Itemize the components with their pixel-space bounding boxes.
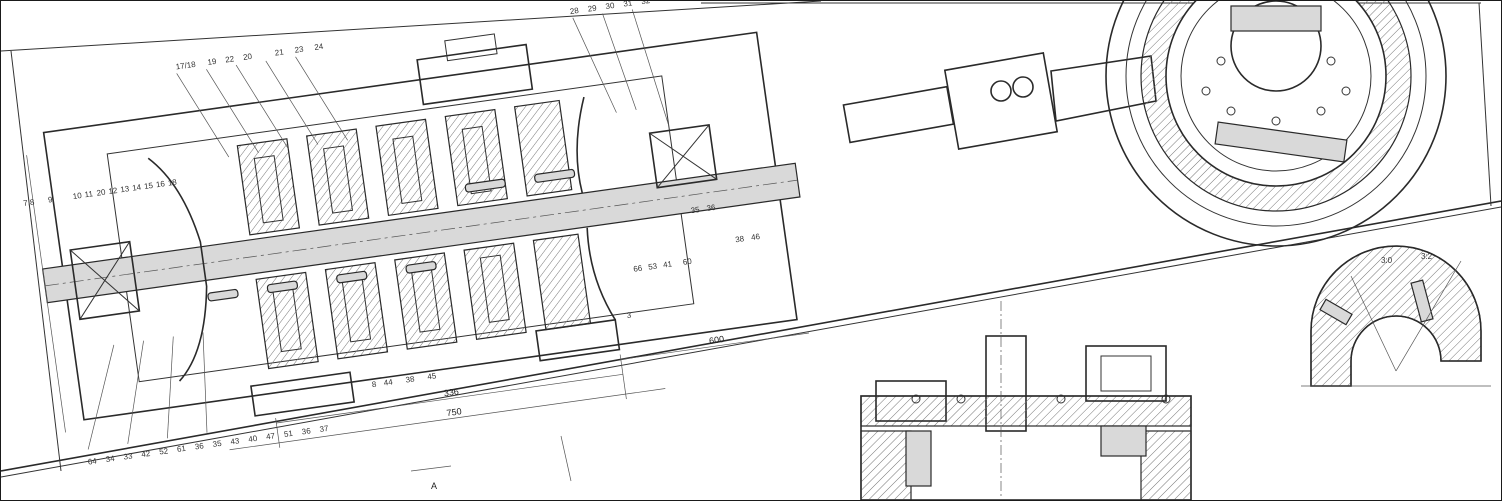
label-left-8: 15 bbox=[144, 181, 155, 191]
bearing-left bbox=[69, 240, 141, 321]
label-bottom-12: 36 bbox=[301, 426, 312, 436]
label-dim-5: 750 bbox=[446, 406, 462, 418]
label-bottom-11: 51 bbox=[283, 429, 294, 439]
label-top-10: 31 bbox=[623, 1, 634, 9]
label-top-5: 23 bbox=[294, 45, 305, 55]
label-top-11: 32 bbox=[641, 1, 652, 6]
label-left-10: 18 bbox=[167, 177, 178, 187]
lower-note-block: A bbox=[410, 435, 572, 491]
label-top-9: 30 bbox=[605, 1, 616, 11]
valve-section bbox=[860, 301, 1192, 500]
label-right-5: 53 bbox=[648, 261, 659, 271]
label-left-4: 20 bbox=[96, 188, 107, 198]
label-right-7: 60 bbox=[682, 257, 693, 267]
pump-labels: 17/18 19 22 20 21 23 24 28 29 30 31 32 7… bbox=[23, 1, 762, 467]
label-bottom-8: 43 bbox=[230, 436, 241, 446]
label-left-7: 14 bbox=[132, 183, 143, 193]
label-right-4: 66 bbox=[633, 264, 644, 274]
dimension-lines bbox=[26, 155, 810, 451]
label-top-3: 20 bbox=[243, 52, 254, 62]
label-dim-4: 336 bbox=[443, 386, 459, 398]
rotor-assembly bbox=[842, 1, 1447, 247]
section-detail: 3:0 3:2 bbox=[1301, 245, 1491, 387]
detail-label-1: 3:2 bbox=[1421, 252, 1433, 261]
label-right-0: 35 bbox=[690, 205, 701, 215]
label-bottom-1: 34 bbox=[105, 454, 116, 464]
impeller-stages-lower bbox=[255, 233, 592, 370]
label-top-6: 24 bbox=[314, 42, 325, 52]
label-right-6: 41 bbox=[662, 259, 673, 269]
label-dim-3: 45 bbox=[427, 371, 438, 381]
label-bottom-2: 33 bbox=[123, 451, 134, 461]
label-bottom-13: 37 bbox=[319, 424, 330, 434]
label-top-4: 21 bbox=[274, 47, 285, 57]
label-bottom-6: 36 bbox=[194, 441, 205, 451]
label-top-8: 29 bbox=[587, 3, 598, 13]
rotor-coupling bbox=[943, 51, 1059, 151]
label-right-1: 36 bbox=[706, 203, 717, 213]
label-bottom-0: 64 bbox=[87, 456, 98, 466]
label-top-7: 28 bbox=[569, 6, 580, 16]
label-top-0: 17/18 bbox=[175, 60, 197, 72]
bearing-right bbox=[648, 123, 718, 189]
label-top-2: 22 bbox=[225, 54, 236, 64]
label-bottom-4: 52 bbox=[159, 446, 170, 456]
label-dim-6: 600 bbox=[708, 334, 724, 346]
label-right-3: 46 bbox=[751, 232, 762, 242]
label-top-1: 19 bbox=[207, 57, 218, 67]
label-left-1: 9 bbox=[47, 195, 53, 205]
impeller-stages-upper bbox=[236, 99, 573, 236]
rotor-outer-ring bbox=[1105, 1, 1447, 247]
label-bottom-7: 35 bbox=[212, 439, 223, 449]
label-bottom-3: 42 bbox=[141, 449, 152, 459]
label-left-3: 11 bbox=[84, 189, 94, 199]
label-left-5: 12 bbox=[108, 186, 119, 196]
lower-note: A bbox=[431, 481, 437, 491]
label-dim-0: 8 bbox=[371, 380, 377, 390]
sheet-borders bbox=[1, 1, 1501, 478]
label-bottom-10: 47 bbox=[266, 431, 277, 441]
detail-label-0: 3:0 bbox=[1381, 256, 1393, 265]
label-bottom-9: 40 bbox=[248, 434, 259, 444]
rotor-top-block bbox=[1230, 5, 1322, 32]
label-dim-7: 3 bbox=[626, 311, 632, 321]
rotor-shaft-stub bbox=[842, 85, 955, 144]
pump-assembly bbox=[26, 9, 810, 451]
label-left-2: 10 bbox=[72, 191, 83, 201]
label-left-6: 13 bbox=[120, 184, 131, 194]
label-dim-1: 44 bbox=[383, 377, 394, 387]
label-left-9: 16 bbox=[155, 179, 166, 189]
label-bottom-5: 61 bbox=[176, 444, 187, 454]
label-right-2: 38 bbox=[735, 234, 746, 244]
label-dim-2: 38 bbox=[405, 374, 416, 384]
label-left-0: 7,8 bbox=[23, 197, 36, 208]
valve-stem bbox=[985, 335, 1027, 432]
leader-lines bbox=[87, 9, 670, 450]
